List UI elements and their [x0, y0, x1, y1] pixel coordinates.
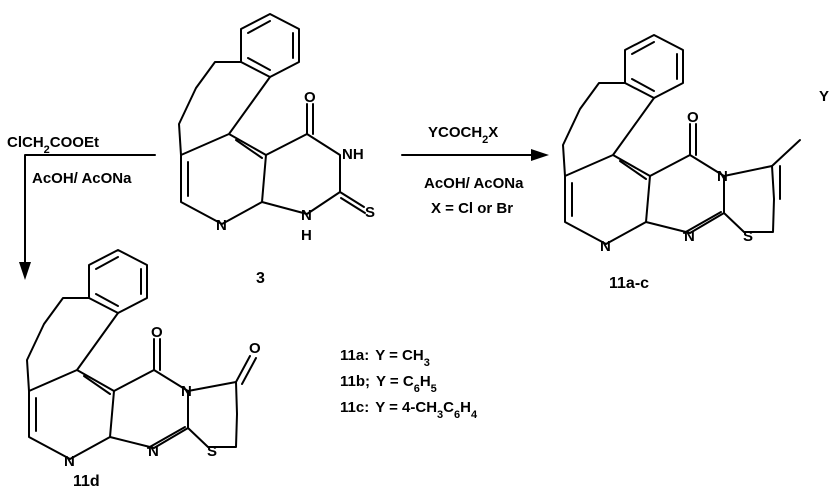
compound-11ac-label: 11a-c: [609, 275, 649, 292]
compound-11d-label: 11d: [73, 473, 100, 490]
substituent-legend: 11a: Y = CH3 11b; Y = C6H5 11c: Y = 4-CH3C6…: [340, 347, 478, 421]
arrow-right: [401, 149, 549, 161]
compound-11ac-structure: [562, 34, 801, 245]
c3-n: N: [301, 207, 312, 224]
arrow-left: [19, 154, 156, 280]
c11d-pyridine-n: N: [64, 453, 75, 470]
c11ac-pyrimidine-n: N: [684, 228, 695, 245]
legend-eq-11c: Y = 4-CH3C6H4: [375, 399, 478, 421]
c11ac-y-substituent: Y: [819, 88, 829, 105]
compound-11d-structure: [26, 249, 257, 460]
reagent-right-line3: X = Cl or Br: [431, 200, 513, 217]
legend-row-11c: 11c: Y = 4-CH3C6H4: [340, 399, 478, 421]
reagent-left-line1: ClCH2COOEt: [7, 134, 99, 156]
legend-row-11a: 11a: Y = CH3: [340, 347, 430, 369]
reagent-right-line2: AcOH/ AcONa: [424, 175, 524, 192]
legend-id-11c: 11c:: [340, 399, 369, 416]
c11d-oxygen-2: O: [249, 340, 261, 357]
c3-pyridine-n: N: [216, 217, 227, 234]
c3-nh: NH: [342, 146, 364, 163]
c11ac-thiazole-n: N: [717, 168, 728, 185]
legend-id-11b: 11b;: [340, 373, 370, 390]
legend-row-11b: 11b; Y = C6H5: [340, 373, 437, 395]
c11d-thiazole-n: N: [181, 383, 192, 400]
c11d-oxygen-1: O: [151, 324, 163, 341]
reagent-left-line2: AcOH/ AcONa: [32, 170, 132, 187]
c11d-sulfur: S: [207, 443, 217, 460]
legend-eq-11b: Y = C6H5: [376, 373, 437, 395]
legend-id-11a: 11a:: [340, 347, 369, 364]
c11ac-pyridine-n: N: [600, 238, 611, 255]
svg-text:11b;Y = C6H5: 11b; Y = C6H5: [340, 373, 437, 395]
c3-sulfur: S: [365, 204, 375, 221]
svg-text:11a:Y = CH3: 11a: Y = CH3: [340, 347, 430, 369]
c3-h: H: [301, 227, 312, 244]
reagent-right-line1: YCOCH2X: [428, 124, 498, 146]
c3-oxygen: O: [304, 89, 316, 106]
c11ac-sulfur: S: [743, 228, 753, 245]
compound-3-structure: [178, 13, 366, 225]
compound-3-label: 3: [256, 270, 265, 287]
svg-text:11c:Y = 4-CH3C6H4: 11c: Y = 4-CH3C6H4: [340, 399, 478, 421]
c11ac-oxygen: O: [687, 109, 699, 126]
legend-eq-11a: Y = CH3: [375, 347, 430, 369]
c11d-pyrimidine-n: N: [148, 443, 159, 460]
